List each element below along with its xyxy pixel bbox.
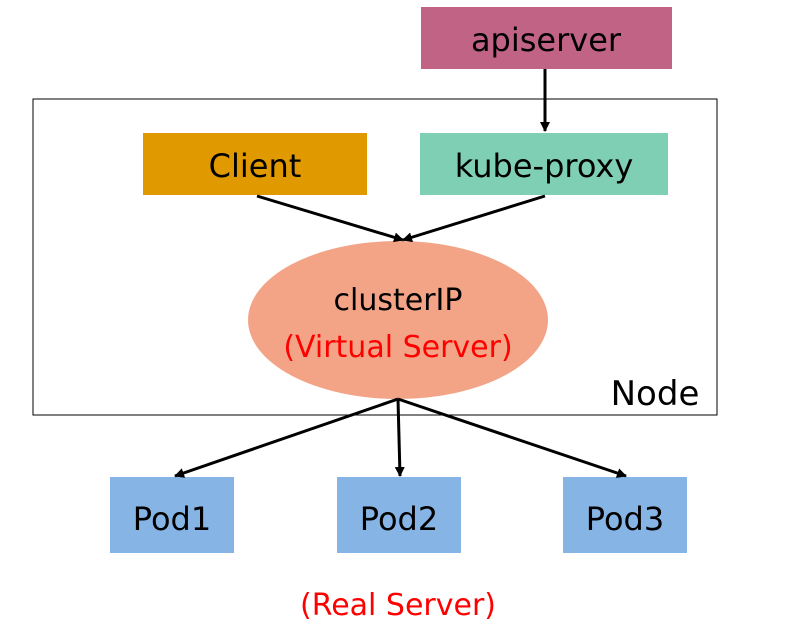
cluster-ip-sublabel: (Virtual Server) [283, 330, 512, 365]
edge-cluster-ip-to-pod1 [174, 397, 399, 478]
client-label: Client [209, 147, 302, 185]
apiserver-box [421, 7, 672, 69]
cluster-ip-ellipse [248, 241, 548, 399]
edge-client-to-cluster-ip [256, 194, 404, 243]
pod1-box [110, 477, 234, 553]
kube-proxy-box [420, 133, 668, 195]
apiserver-label: apiserver [471, 21, 622, 59]
pod2-label: Pod2 [360, 500, 438, 538]
client-box [143, 133, 367, 195]
cluster-ip-label: clusterIP [334, 283, 463, 318]
edge-cluster-ip-to-pod2 [394, 398, 405, 477]
real-server-label: (Real Server) [300, 588, 496, 623]
node-label: Node [611, 374, 700, 414]
pod3-box [563, 477, 687, 553]
pod2-box [337, 477, 461, 553]
pod1-label: Pod1 [133, 500, 211, 538]
node-boundary [32, 98, 718, 416]
pod3-label: Pod3 [586, 500, 664, 538]
kube-proxy-label: kube-proxy [455, 147, 634, 185]
edge-cluster-ip-to-pod3 [397, 397, 627, 478]
edge-kube-proxy-to-cluster-ip [402, 194, 546, 243]
